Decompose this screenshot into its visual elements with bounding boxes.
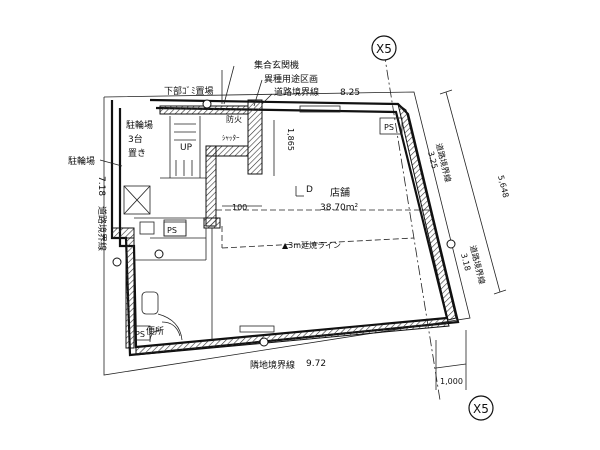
grid-marker-top: X5 [371, 35, 441, 401]
building-walls [110, 98, 460, 357]
value-road-boundary-right2: 3.18 [459, 252, 472, 271]
label-room-note: ｼｬｯﾀｰ [222, 134, 240, 142]
store-window-bottom [239, 325, 275, 333]
label-collective-entrance: 集合玄関機 [254, 59, 299, 71]
value-road-boundary-top: 8.25 [340, 88, 360, 98]
label-road-boundary-top: 道路境界線 [274, 86, 319, 98]
ps-box-top-right: PS [379, 117, 403, 135]
label-up: UP [180, 143, 193, 153]
value-adjacent-boundary: 9.72 [306, 359, 326, 369]
label-bike-line1: 駐輪場 [126, 119, 153, 131]
label-store-area: 38.70m² [320, 203, 359, 213]
ps-box-mid: PS [163, 221, 187, 237]
label-dim-1865: 1,865 [286, 128, 295, 151]
label-garbage-area: 下部ｺﾞﾐ置場 [164, 85, 214, 97]
label-dim-5648: 5,648 [496, 174, 510, 198]
grid-label-bottom: X5 [473, 402, 489, 416]
fire-spread-line [221, 237, 415, 249]
label-adjacent-boundary: 隣地境界線 [250, 359, 295, 371]
svg-text:PS: PS [384, 123, 394, 132]
grid-label-top: X5 [376, 42, 392, 56]
dimension-lines [99, 65, 507, 390]
interior-partitions [123, 116, 213, 343]
value-road-boundary-left: 7.18 [96, 176, 106, 196]
label-other-use-boundary: 異種用途区画 [264, 73, 318, 85]
label-fire-damper: 防火 [226, 114, 242, 124]
label-toilet: 便所 [146, 325, 164, 337]
label-fire-line: ▲3m延焼ライン [282, 240, 341, 250]
label-bike-line2: 3台 [128, 133, 143, 145]
ps-box-bottom: PS [133, 325, 151, 341]
label-store-name: 店舗 [330, 186, 350, 199]
label-bike-area: 駐輪場 [68, 155, 95, 167]
label-dim-1000: 1,000 [440, 377, 463, 386]
svg-text:PS: PS [135, 330, 145, 339]
svg-text:PS: PS [167, 226, 177, 235]
label-road-boundary-left: 道路境界線 [96, 206, 108, 251]
site-boundary [103, 91, 471, 376]
value-road-boundary-right1: 3.25 [426, 150, 439, 169]
grid-marker-bottom: X5 [468, 395, 494, 421]
label-dim-100: 100 [232, 203, 247, 212]
label-bike-line3: 置き [128, 148, 146, 159]
store-window-top [299, 105, 341, 113]
marker-circles [112, 99, 456, 347]
label-d-mark: D [306, 185, 313, 195]
